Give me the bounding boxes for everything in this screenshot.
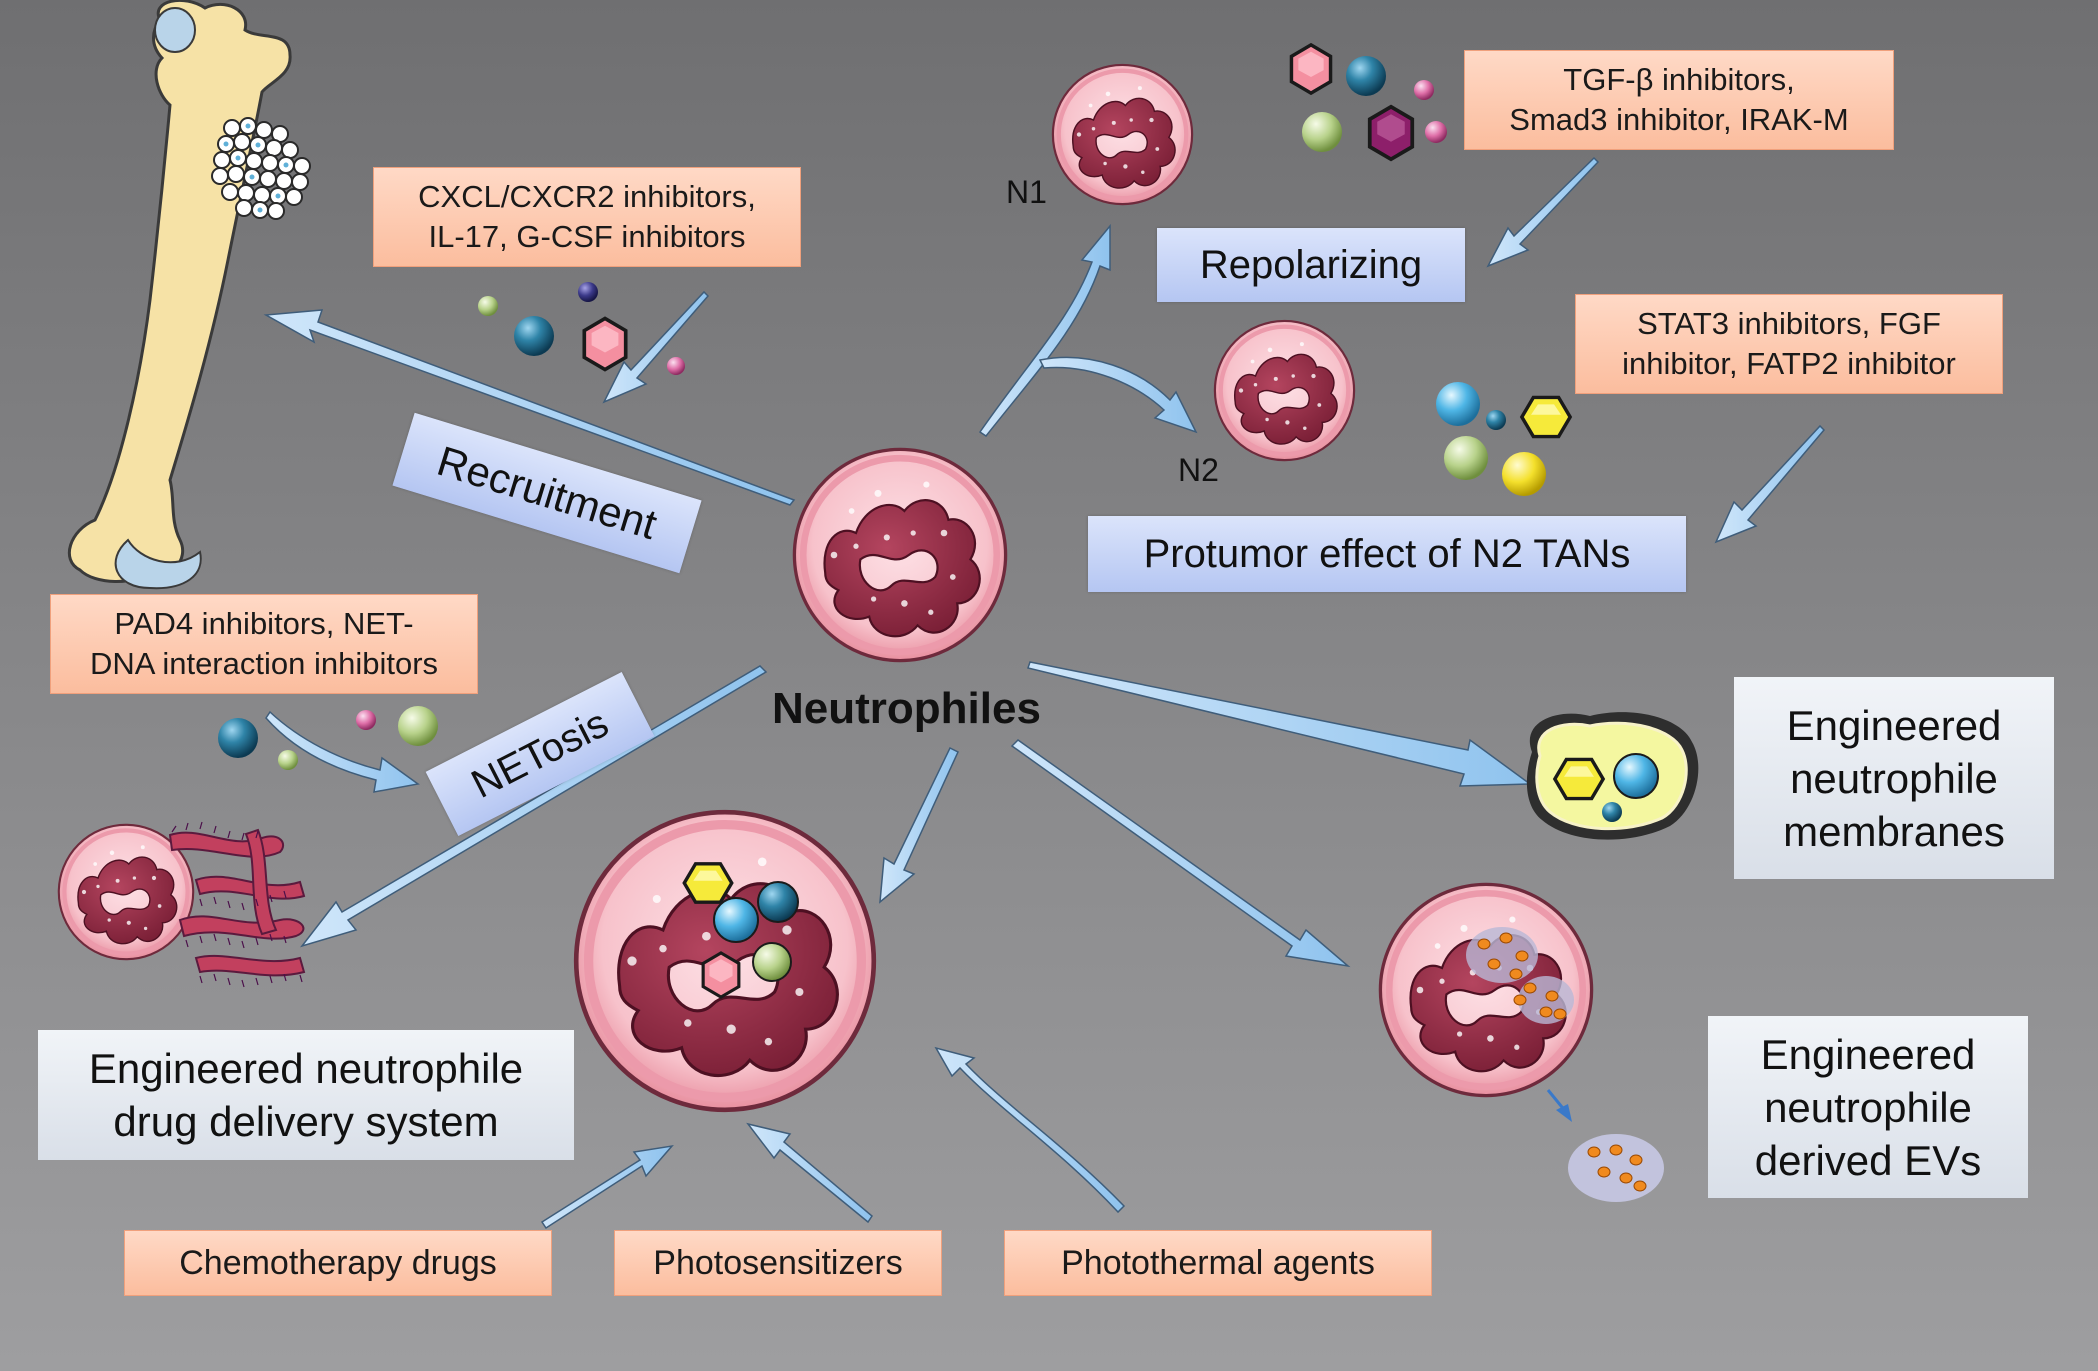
- net-strands: [168, 828, 306, 977]
- molecules-cxcl: [478, 282, 685, 375]
- arrows: [263, 156, 1826, 1230]
- photosensitizers-box: Photosensitizers: [614, 1230, 942, 1296]
- cxcl-box-line2: IL-17, G-CSF inhibitors: [428, 219, 746, 254]
- pad4-box-line2: DNA interaction inhibitors: [89, 646, 439, 681]
- molecules-stat3: [1436, 382, 1572, 496]
- n1-label: N1: [1006, 174, 1047, 210]
- chemo-box: Chemotherapy drugs: [124, 1230, 552, 1296]
- neutrophil-n1: [1053, 65, 1192, 204]
- photosensitizers-box-text: Photosensitizers: [653, 1244, 903, 1282]
- membrane-vesicle: [1526, 712, 1699, 840]
- arrow-n2: [1038, 356, 1198, 434]
- drug-delivery-panel: Engineered neutrophile drug delivery sys…: [38, 1030, 574, 1160]
- protumor-label: Protumor effect of N2 TANs: [1088, 516, 1686, 592]
- arrow-pad4: [265, 710, 420, 793]
- tgf-box: TGF-β inhibitors, Smad3 inhibitor, IRAK-…: [1464, 50, 1894, 150]
- pad4-box: PAD4 inhibitors, NET- DNA interaction in…: [50, 594, 478, 694]
- neutrophil-main: [794, 449, 1005, 660]
- arrow-photothermal: [934, 1046, 1126, 1214]
- molecules-tgf: [1289, 43, 1447, 162]
- arrow-cxcl: [602, 290, 710, 404]
- repolarizing-label: Repolarizing: [1157, 228, 1465, 302]
- arrow-stat3: [1714, 424, 1826, 544]
- bone-illustration: [67, 0, 311, 590]
- evs-panel: Engineered neutrophile derived EVs: [1708, 1016, 2028, 1198]
- arrow-recruitment: [263, 309, 796, 506]
- photothermal-box: Photothermal agents: [1004, 1230, 1432, 1296]
- stat3-box-line2: inhibitor, FATP2 inhibitor: [1622, 346, 1956, 381]
- molecules-pad4: [218, 706, 438, 770]
- evs-line1: Engineered: [1760, 1030, 1976, 1078]
- cxcl-box-line1: CXCL/CXCR2 inhibitors,: [418, 179, 756, 214]
- net-strand-fringe: [171, 821, 303, 988]
- arrow-chemo: [540, 1144, 674, 1230]
- arrow-membranes: [1027, 661, 1533, 787]
- membranes-panel: Engineered neutrophile membranes: [1734, 677, 2054, 879]
- membranes-line1: Engineered: [1786, 701, 2002, 749]
- drug-delivery-line2: drug delivery system: [113, 1098, 499, 1145]
- pad4-box-line1: PAD4 inhibitors, NET-: [114, 606, 414, 641]
- arrow-n1: [978, 223, 1111, 438]
- drug-payload: [682, 862, 799, 999]
- n2-label: N2: [1178, 452, 1219, 488]
- neutrophil-n2: [1215, 321, 1354, 460]
- evs-line3: derived EVs: [1754, 1136, 1982, 1184]
- cxcl-box: CXCL/CXCR2 inhibitors, IL-17, G-CSF inhi…: [373, 167, 801, 267]
- neutrophiles-title: Neutrophiles: [772, 684, 1041, 733]
- tgf-box-line1: TGF-β inhibitors,: [1563, 62, 1795, 97]
- ev-cluster: [1466, 927, 1664, 1202]
- membranes-line3: membranes: [1783, 807, 2005, 855]
- evs-line2: neutrophile: [1764, 1083, 1972, 1131]
- arrow-evs: [1010, 739, 1351, 968]
- ev-release-arrow: [1546, 1089, 1572, 1122]
- arrow-tgf: [1486, 156, 1600, 268]
- arrow-photosens: [746, 1122, 873, 1224]
- stat3-box-line1: STAT3 inhibitors, FGF: [1637, 306, 1941, 341]
- tgf-box-line2: Smad3 inhibitor, IRAK-M: [1509, 102, 1849, 137]
- photothermal-box-text: Photothermal agents: [1061, 1244, 1375, 1282]
- stat3-box: STAT3 inhibitors, FGF inhibitor, FATP2 i…: [1575, 294, 2003, 394]
- arrow-drug: [879, 746, 959, 904]
- membranes-line2: neutrophile: [1790, 754, 1998, 802]
- chemo-box-text: Chemotherapy drugs: [179, 1244, 497, 1282]
- drug-delivery-line1: Engineered neutrophile: [88, 1045, 524, 1092]
